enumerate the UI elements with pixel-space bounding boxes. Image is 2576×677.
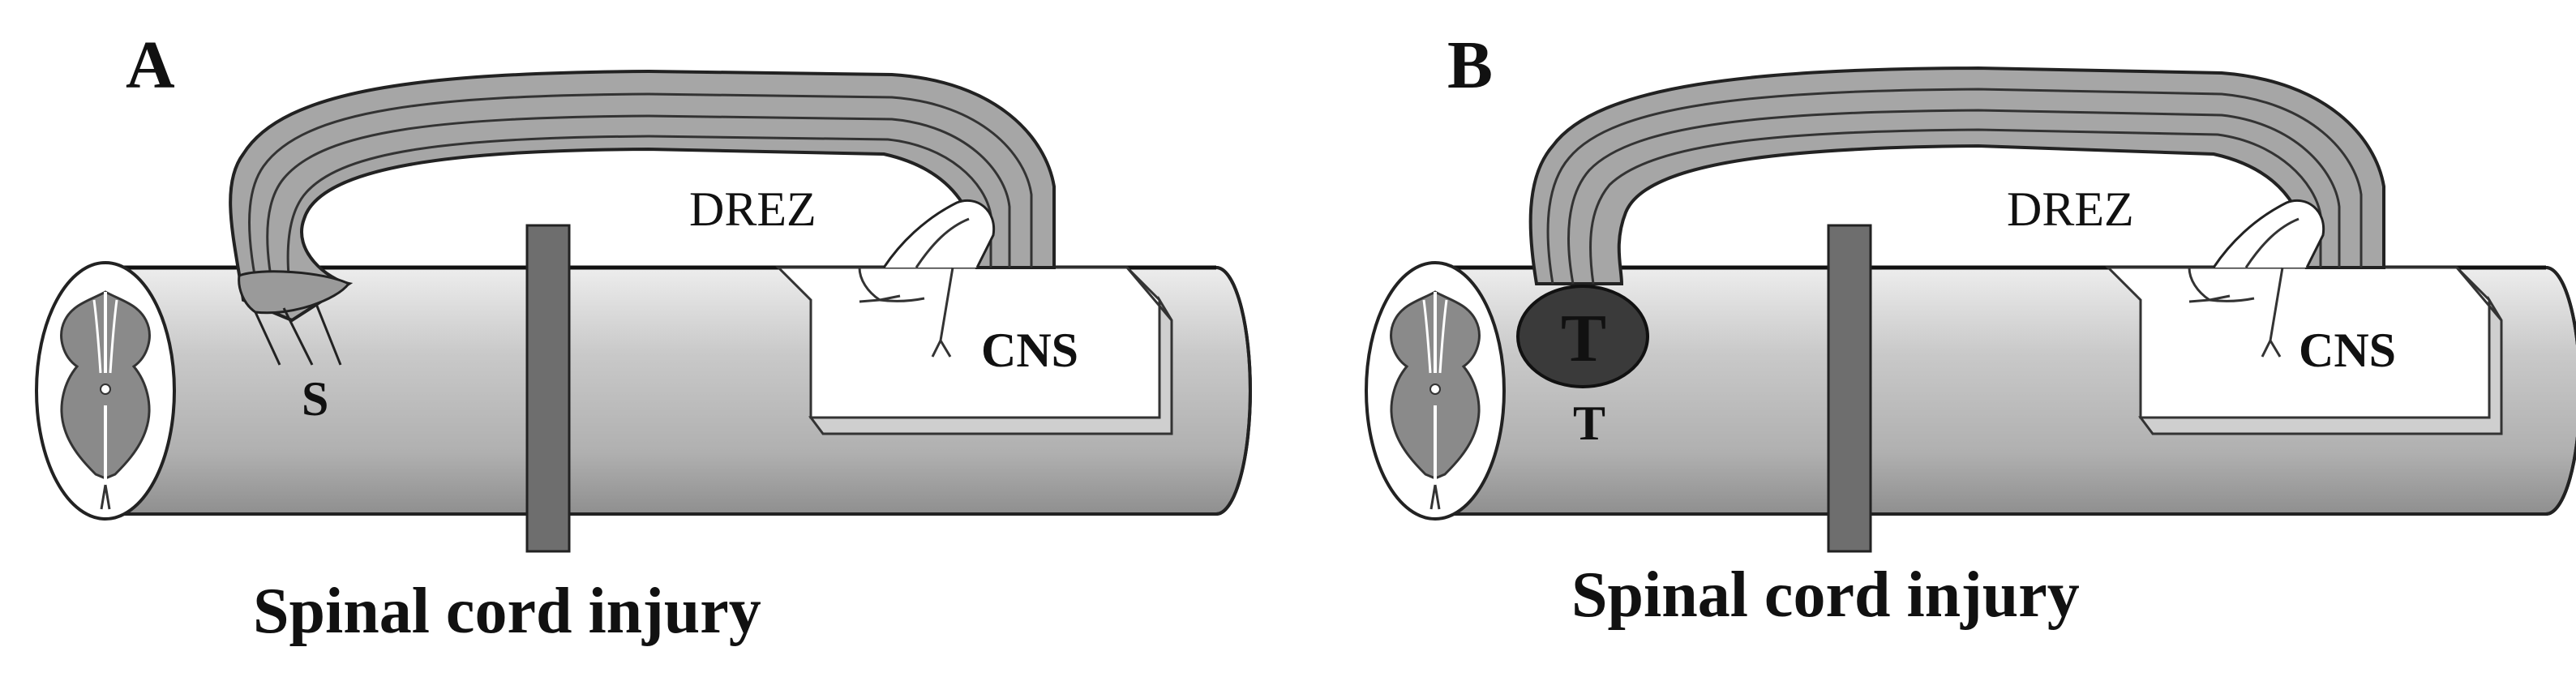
cns-label-a: CNS — [981, 324, 1078, 377]
tumor-label-inner: T — [1561, 301, 1606, 376]
tumor-mass — [1516, 285, 1649, 388]
panel-letter-a: A — [126, 28, 175, 103]
graft-label-s: S — [302, 372, 328, 426]
caption-b: Spinal cord injury — [1571, 559, 2080, 631]
spinal-cord-cylinder-a — [36, 263, 1250, 519]
panel-a: A DREZ CNS S Spinal cord injury — [36, 28, 1250, 647]
drez-label-b: DREZ — [2007, 182, 2134, 236]
panel-b: B DREZ CNS T T Spinal cord injury — [1366, 28, 2576, 631]
injury-lesion-bar-b — [1827, 224, 1872, 553]
cns-label-b: CNS — [2299, 324, 2396, 377]
caption-a: Spinal cord injury — [253, 576, 761, 647]
injury-lesion-bar-a — [525, 224, 571, 553]
panel-letter-b: B — [1447, 28, 1493, 103]
nerve-bundle-arc-a — [229, 69, 1056, 366]
nerve-bundle-arc-b — [1528, 66, 2385, 285]
graft-label-t: T — [1573, 396, 1605, 450]
drez-label-a: DREZ — [689, 182, 817, 236]
